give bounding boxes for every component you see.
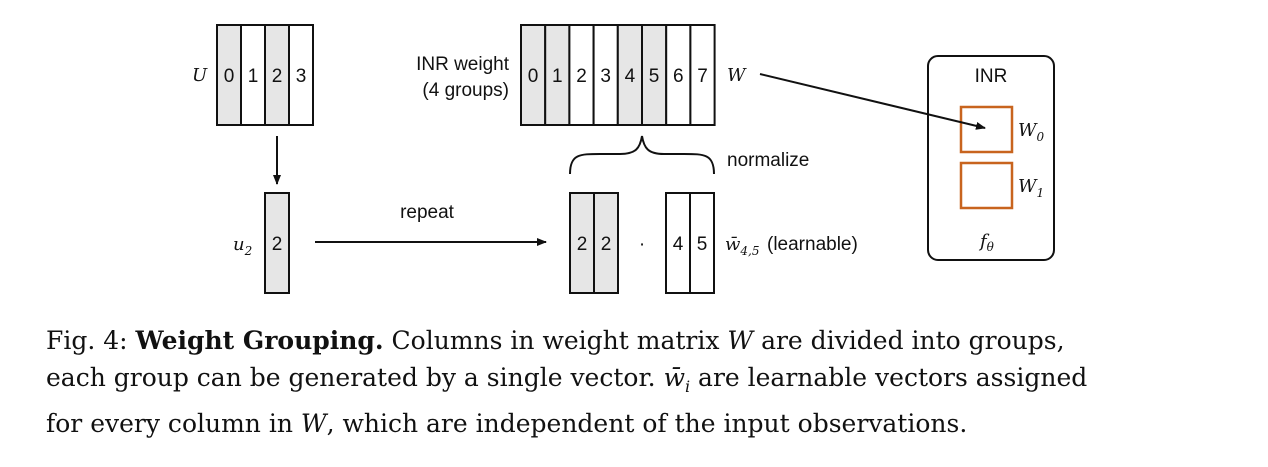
- repeated-u2-cell: [593, 192, 619, 294]
- u-matrix-label: U: [192, 65, 208, 86]
- caption-text: are divided into groups,: [761, 326, 1065, 355]
- u2-cell: [264, 192, 290, 294]
- caption-w-symbol: W: [727, 326, 754, 355]
- w-matrix-cell-label: 5: [649, 66, 660, 87]
- u-matrix-cell: [216, 24, 242, 126]
- w-matrix-cell: [568, 24, 595, 126]
- wbar-cell: [689, 192, 715, 294]
- caption-w-symbol: W: [300, 409, 327, 438]
- wbar-label: w̄4,5: [725, 234, 760, 258]
- wbar-cell: [665, 192, 691, 294]
- u-matrix-cell-label: 2: [272, 66, 283, 87]
- repeated-u2-cell-label: 2: [577, 234, 588, 255]
- w-matrix-cell: [665, 24, 692, 126]
- w-matrix-cell-label: 4: [625, 66, 636, 87]
- w-matrix-cell-label: 7: [697, 66, 708, 87]
- inr-weight-groups-label: (4 groups): [422, 80, 509, 101]
- w-matrix-cell-label: 2: [576, 66, 587, 87]
- caption-title: Weight Grouping.: [135, 326, 384, 355]
- caption-text: , which are independent of the input obs…: [326, 409, 968, 438]
- inr-weight-label: INR weight: [416, 54, 510, 75]
- learnable-label: (learnable): [767, 234, 858, 255]
- u-matrix-cell-label: 1: [248, 66, 259, 87]
- inr-box: [927, 55, 1055, 261]
- u-matrix-cell-label: 0: [224, 66, 235, 87]
- caption-wbar-i-symbol: w̄i: [663, 363, 691, 396]
- u2-label: u2: [233, 234, 252, 258]
- w-to-w0-arrow: [759, 73, 986, 130]
- caption-line-1: Fig. 4: Weight Grouping. Columns in weig…: [46, 322, 1246, 359]
- u-matrix-cell: [288, 24, 314, 126]
- w-matrix-cell-label: 6: [673, 66, 684, 87]
- caption-text: each group can be generated by a single …: [46, 363, 656, 392]
- u-matrix-cell: [240, 24, 266, 126]
- w-matrix-cell: [689, 24, 716, 126]
- w-matrix-cell-label: 0: [528, 66, 539, 87]
- repeated-u2-cell: [569, 192, 595, 294]
- w-matrix-label: W: [727, 65, 747, 86]
- wbar-cell-label: 4: [673, 234, 684, 255]
- w0-layer: [959, 105, 1014, 154]
- w-matrix-cell: [592, 24, 619, 126]
- w0-label: W0: [1018, 120, 1045, 144]
- w1-label: W1: [1018, 176, 1044, 200]
- figure-caption: Fig. 4: Weight Grouping. Columns in weig…: [46, 322, 1246, 442]
- caption-text: for every column in: [46, 409, 293, 438]
- w-matrix-cell: [544, 24, 571, 126]
- normalize-label: normalize: [727, 150, 809, 171]
- caption-text: are learnable vectors assigned: [698, 363, 1088, 392]
- w-matrix-cell-label: 3: [600, 66, 611, 87]
- caption-line-2: each group can be generated by a single …: [46, 359, 1246, 405]
- normalize-brace: [569, 135, 715, 175]
- repeat-label: repeat: [400, 202, 455, 223]
- w-matrix-cell-label: 1: [552, 66, 563, 87]
- inr-box-title: INR: [975, 66, 1008, 87]
- w1-layer: [959, 161, 1014, 210]
- w-matrix-cell: [520, 24, 547, 126]
- caption-line-3: for every column in W, which are indepen…: [46, 405, 1246, 442]
- dot-operator: ·: [639, 234, 645, 255]
- caption-fig-label: Fig. 4:: [46, 326, 128, 355]
- wbar-cell-label: 5: [697, 234, 708, 255]
- u-matrix-cell: [264, 24, 290, 126]
- repeated-u2-cell-label: 2: [601, 234, 612, 255]
- u-matrix-cell-label: 3: [296, 66, 307, 87]
- w-matrix-cell: [641, 24, 668, 126]
- u2-cell-label: 2: [272, 234, 283, 255]
- caption-text: Columns in weight matrix: [391, 326, 720, 355]
